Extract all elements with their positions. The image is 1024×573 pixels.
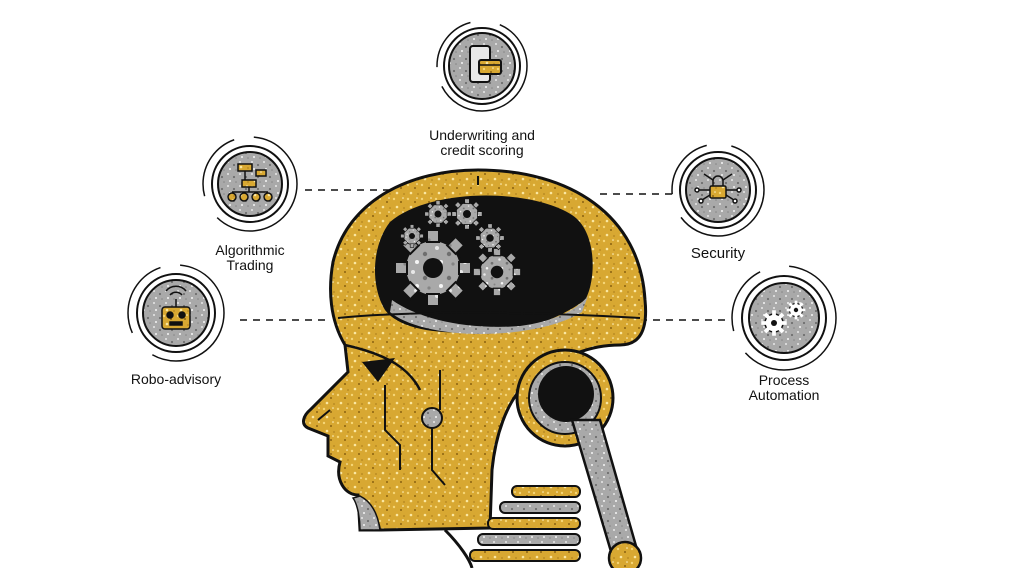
label-robo: Robo-advisory bbox=[130, 371, 222, 387]
node-security bbox=[671, 143, 765, 237]
padlock-circuit-icon bbox=[694, 173, 742, 204]
mobile-card-icon bbox=[469, 45, 502, 83]
node-algorithmic bbox=[202, 136, 298, 232]
gears-icon bbox=[761, 300, 806, 336]
node-robo bbox=[127, 264, 225, 362]
node-process bbox=[731, 265, 837, 371]
connector-lines bbox=[240, 189, 730, 321]
node-underwriting bbox=[436, 20, 528, 112]
flowchart-icon bbox=[227, 163, 273, 202]
robot-icon bbox=[161, 285, 191, 330]
neck-bars bbox=[469, 485, 581, 562]
robot-head bbox=[302, 168, 648, 573]
label-security: Security bbox=[690, 245, 746, 262]
